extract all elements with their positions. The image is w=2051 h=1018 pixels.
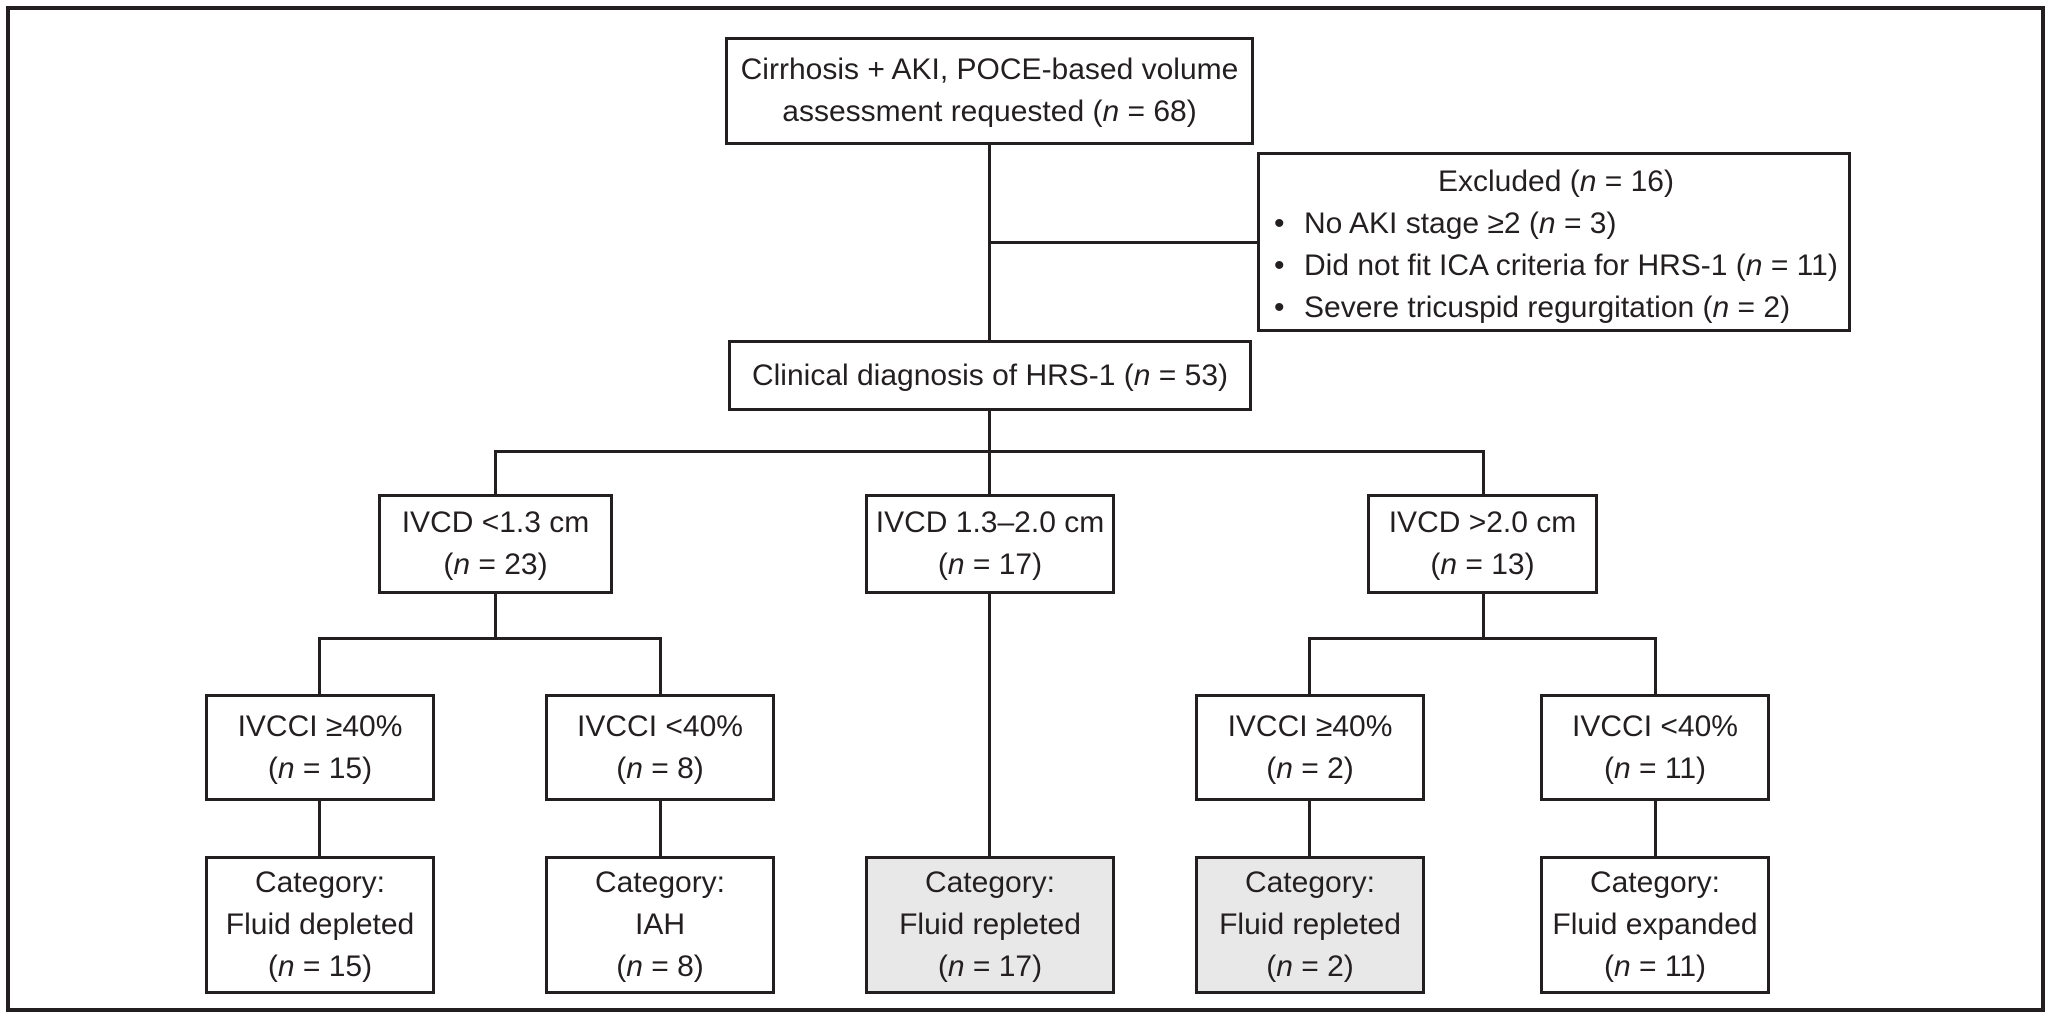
excluded-bullet-1: • No AKI stage ≥2 (n = 3) bbox=[1274, 203, 1838, 245]
connector-ivcci-low-low-to-category bbox=[659, 801, 662, 856]
connector-branch-ivcci-high-high bbox=[1308, 637, 1311, 694]
category-value: IAH bbox=[634, 908, 685, 941]
ivcci-low-low-box: IVCCI <40% (n = 8) bbox=[545, 694, 775, 801]
category-fluid-depleted-box: Category: Fluid depleted (n = 15) bbox=[205, 856, 435, 994]
ivcci-low-high-box: IVCCI ≥40% (n = 15) bbox=[205, 694, 435, 801]
figure-frame bbox=[6, 6, 2045, 1012]
ivcci-high-high-count: (n = 2) bbox=[1266, 751, 1354, 785]
category-fluid-repleted-mid-box: Category: Fluid repleted (n = 17) bbox=[865, 856, 1115, 994]
excluded-box: Excluded (n = 16) • No AKI stage ≥2 (n =… bbox=[1257, 152, 1851, 332]
ivcd-high-line-1: IVCD >2.0 cm bbox=[1388, 506, 1577, 539]
connector-branch-ivcci-low-low bbox=[659, 637, 662, 694]
bullet-icon: • bbox=[1274, 249, 1285, 282]
ivcd-low-box: IVCD <1.3 cm (n = 23) bbox=[378, 494, 613, 594]
connector-ivcci-low-high-to-category bbox=[318, 801, 321, 856]
category-count: (n = 15) bbox=[267, 950, 373, 983]
enrollment-box: Cirrhosis + AKI, POCE-based volume asses… bbox=[725, 37, 1254, 145]
ivcci-low-low-count: (n = 8) bbox=[616, 751, 704, 785]
connector-to-excluded bbox=[988, 241, 1260, 244]
connector-diagnosis-stub bbox=[988, 410, 991, 450]
ivcci-high-low-count: (n = 11) bbox=[1603, 751, 1706, 785]
ivcd-high-box: IVCD >2.0 cm (n = 13) bbox=[1367, 494, 1598, 594]
ivcci-high-low-line-1: IVCCI <40% bbox=[1572, 709, 1738, 743]
ivcd-mid-line-1: IVCD 1.3–2.0 cm bbox=[875, 506, 1105, 539]
connector-ivcd-high-stub bbox=[1482, 593, 1485, 637]
category-label: Category: bbox=[254, 866, 386, 899]
connector-ivcd-mid-to-category bbox=[988, 593, 991, 856]
excluded-bullet-3: • Severe tricuspid regurgitation (n = 2) bbox=[1274, 287, 1838, 329]
ivcci-high-high-box: IVCCI ≥40% (n = 2) bbox=[1195, 694, 1425, 801]
ivcd-mid-count: (n = 17) bbox=[937, 548, 1043, 581]
connector-ivcd-high-branch-bar bbox=[1308, 637, 1657, 640]
ivcd-low-count: (n = 23) bbox=[443, 548, 548, 581]
connector-branch-ivcd-high bbox=[1482, 450, 1485, 494]
category-value: Fluid repleted bbox=[899, 908, 1081, 941]
diagnosis-line-1: Clinical diagnosis of HRS-1 (n = 53) bbox=[751, 358, 1229, 392]
category-label: Category: bbox=[1244, 866, 1376, 899]
ivcd-high-count: (n = 13) bbox=[1430, 548, 1535, 581]
connector-branch-ivcd-mid bbox=[988, 450, 991, 494]
excluded-bullet-2-text: Did not fit ICA criteria for HRS-1 (n = … bbox=[1304, 249, 1838, 282]
bullet-icon: • bbox=[1274, 291, 1285, 324]
category-label: Category: bbox=[924, 866, 1056, 899]
diagnosis-box: Clinical diagnosis of HRS-1 (n = 53) bbox=[728, 340, 1252, 411]
ivcci-low-low-line-1: IVCCI <40% bbox=[577, 709, 743, 743]
ivcci-low-high-line-1: IVCCI ≥40% bbox=[237, 709, 403, 743]
connector-ivcci-high-high-to-category bbox=[1308, 801, 1311, 856]
category-iah-box: Category: IAH (n = 8) bbox=[545, 856, 775, 994]
connector-ivcd-low-stub bbox=[494, 593, 497, 637]
category-fluid-repleted-high-box: Category: Fluid repleted (n = 2) bbox=[1195, 856, 1425, 994]
category-fluid-expanded-box: Category: Fluid expanded (n = 11) bbox=[1540, 856, 1770, 994]
category-label: Category: bbox=[594, 866, 726, 899]
enrollment-line-2: assessment requested (n = 68) bbox=[782, 95, 1197, 128]
ivcd-low-line-1: IVCD <1.3 cm bbox=[401, 506, 590, 539]
connector-ivcci-high-low-to-category bbox=[1654, 801, 1657, 856]
category-label: Category: bbox=[1589, 866, 1721, 899]
category-count: (n = 8) bbox=[616, 950, 704, 983]
ivcci-low-high-count: (n = 15) bbox=[267, 751, 373, 785]
excluded-bullet-2: • Did not fit ICA criteria for HRS-1 (n … bbox=[1274, 245, 1838, 287]
category-count: (n = 2) bbox=[1266, 950, 1354, 983]
excluded-bullet-3-text: Severe tricuspid regurgitation (n = 2) bbox=[1304, 291, 1791, 324]
connector-branch-ivcci-high-low bbox=[1654, 637, 1657, 694]
ivcd-mid-box: IVCD 1.3–2.0 cm (n = 17) bbox=[865, 494, 1115, 594]
connector-branch-ivcci-low-high bbox=[318, 637, 321, 694]
connector-ivcd-low-branch-bar bbox=[318, 637, 662, 640]
ivcci-high-low-box: IVCCI <40% (n = 11) bbox=[1540, 694, 1770, 801]
category-count: (n = 11) bbox=[1603, 950, 1706, 983]
category-count: (n = 17) bbox=[937, 950, 1043, 983]
ivcci-high-high-line-1: IVCCI ≥40% bbox=[1227, 709, 1393, 743]
category-value: Fluid depleted bbox=[225, 908, 415, 941]
category-value: Fluid repleted bbox=[1219, 908, 1401, 941]
excluded-bullet-1-text: No AKI stage ≥2 (n = 3) bbox=[1304, 207, 1617, 240]
connector-branch-ivcd-low bbox=[494, 450, 497, 494]
excluded-title: Excluded (n = 16) bbox=[1438, 165, 1674, 198]
bullet-icon: • bbox=[1274, 207, 1285, 240]
category-value: Fluid expanded bbox=[1552, 908, 1758, 941]
enrollment-line-1: Cirrhosis + AKI, POCE-based volume bbox=[740, 53, 1239, 86]
